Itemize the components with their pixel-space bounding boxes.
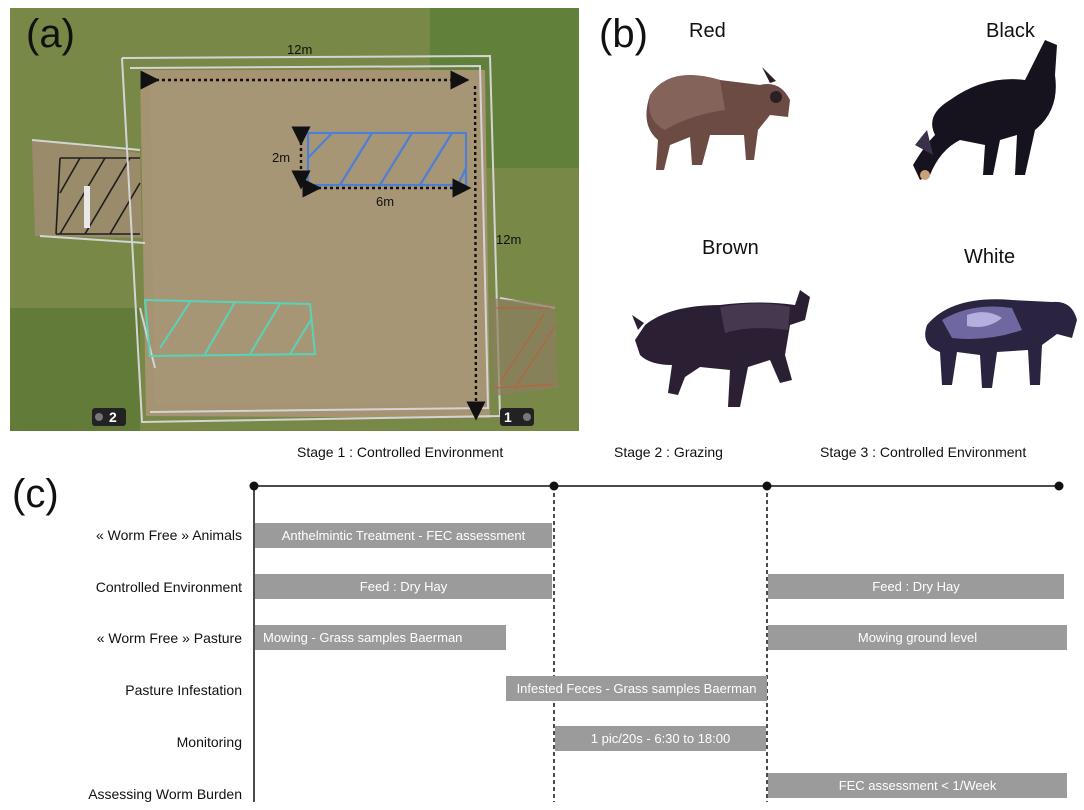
panel-c-letter: (c) xyxy=(12,472,59,516)
stage-3-label: Stage 3 : Controlled Environment xyxy=(820,444,1027,460)
row-label-monitoring: Monitoring xyxy=(176,734,242,750)
goat-red-image xyxy=(646,67,790,170)
hatched-zone-left xyxy=(55,157,141,235)
goat-label-white: White xyxy=(964,246,1016,268)
timeline-dot-end xyxy=(1054,481,1064,491)
camera-marker-2: 2 xyxy=(92,408,126,426)
dim-label-width: 6m xyxy=(376,194,394,209)
teal-hatched-zone xyxy=(143,298,317,358)
row-label-assessing-worm-burden: Assessing Worm Burden xyxy=(88,786,242,802)
row-label-controlled-environment: Controlled Environment xyxy=(95,579,242,595)
goat-label-brown: Brown xyxy=(702,237,759,259)
bar-anthelmintic-treatment: Anthelmintic Treatment - FEC assessment xyxy=(255,523,552,548)
goat-black-image xyxy=(913,40,1057,180)
goat-label-red: Red xyxy=(689,20,726,42)
stage-1-label: Stage 1 : Controlled Environment xyxy=(297,444,504,460)
bar-feed-stage1: Feed : Dry Hay xyxy=(255,574,552,599)
row-label-worm-free-pasture: « Worm Free » Pasture xyxy=(96,630,242,646)
goat-white-image xyxy=(925,299,1077,388)
dim-label-height: 2m xyxy=(272,150,290,165)
dimension-arrows xyxy=(140,70,486,421)
bar-mowing-ground-level: Mowing ground level xyxy=(768,625,1067,650)
aerial-plot-illustration: 12m 12m 2m 6m 2 1 xyxy=(10,8,579,431)
stage-2-label: Stage 2 : Grazing xyxy=(614,444,723,460)
panel-b-letter: (b) xyxy=(599,12,648,56)
svg-text:1: 1 xyxy=(504,409,512,425)
feeder-post xyxy=(84,186,90,228)
bar-mowing-grass-samples: Mowing - Grass samples Baerman xyxy=(255,625,506,650)
dim-label-top: 12m xyxy=(287,42,312,57)
bar-infested-feces: Infested Feces - Grass samples Baerman xyxy=(506,676,767,701)
bar-feed-stage3: Feed : Dry Hay xyxy=(768,574,1064,599)
goat-brown-image xyxy=(632,290,810,407)
dim-label-right: 12m xyxy=(496,232,521,247)
panel-a-letter: (a) xyxy=(26,12,75,56)
camera-marker-1: 1 xyxy=(500,408,534,426)
goat-label-black: Black xyxy=(986,20,1035,42)
bar-fec-assessment: FEC assessment < 1/Week xyxy=(768,773,1067,798)
row-label-pasture-infestation: Pasture Infestation xyxy=(125,682,242,698)
aerial-plot-photo: 12m 12m 2m 6m 2 1 xyxy=(10,8,579,431)
svg-text:2: 2 xyxy=(109,409,117,425)
bar-monitoring-pictures: 1 pic/20s - 6:30 to 18:00 xyxy=(555,726,766,751)
row-label-worm-free-animals: « Worm Free » Animals xyxy=(95,527,242,543)
